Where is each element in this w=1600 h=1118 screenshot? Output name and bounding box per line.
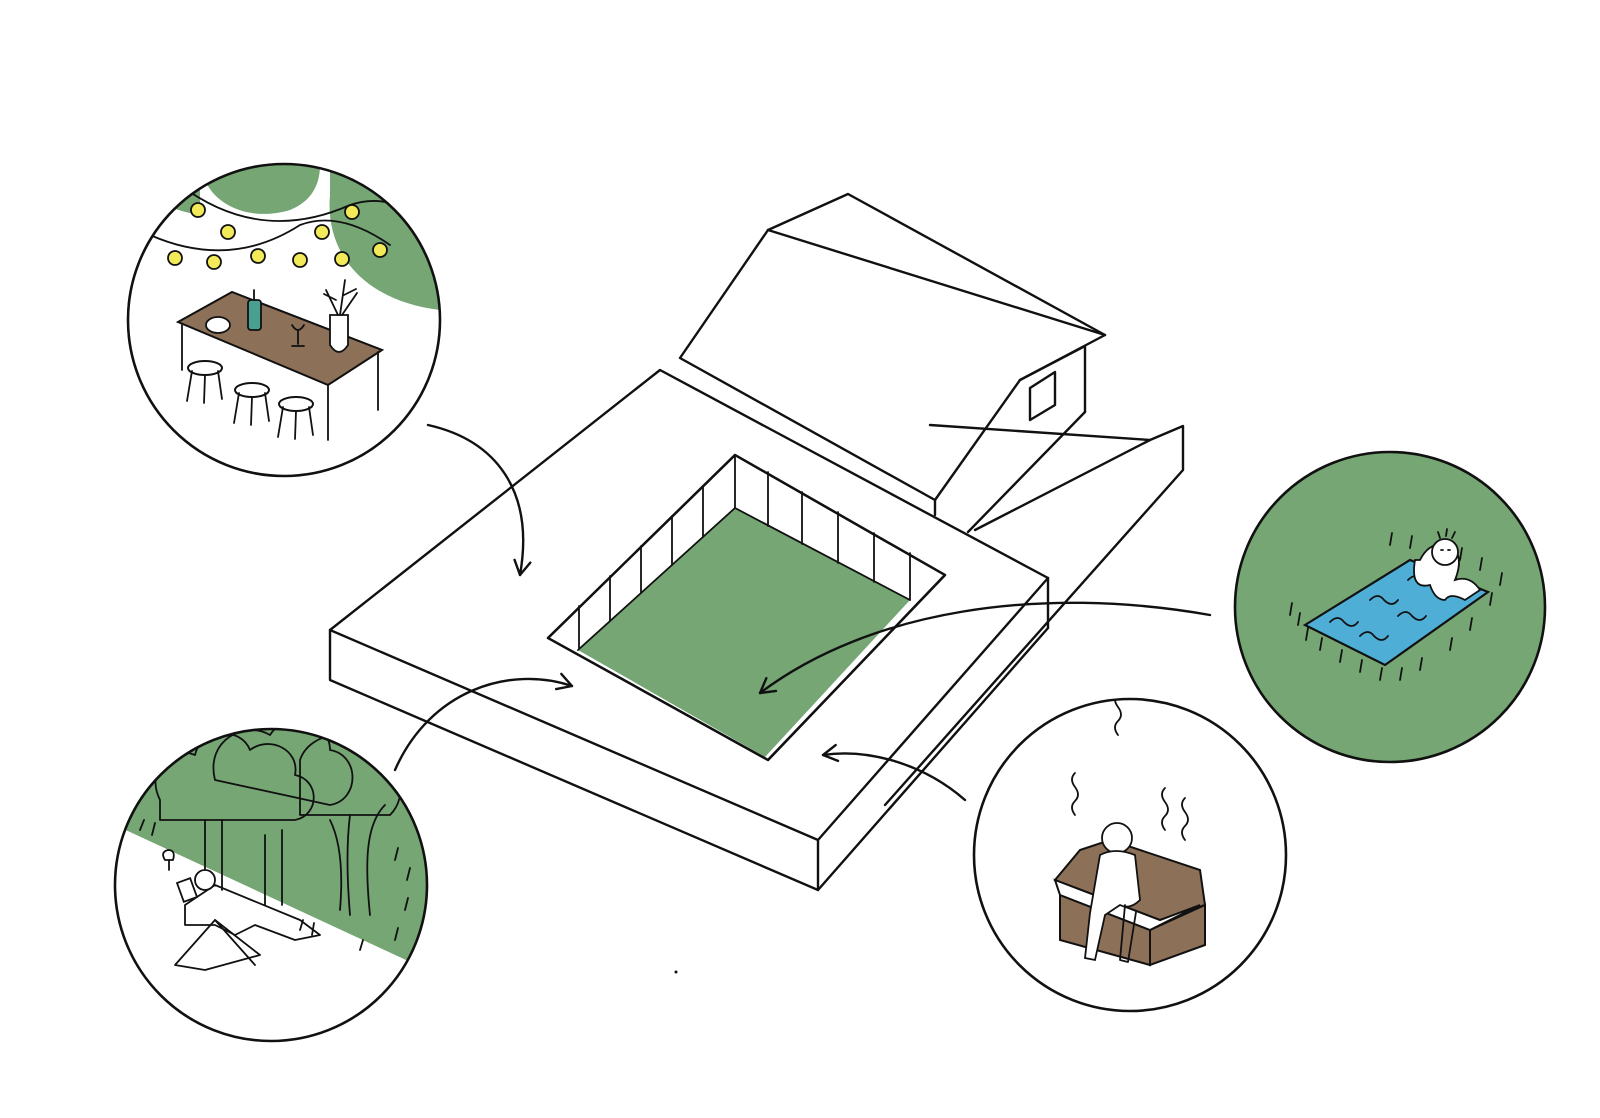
foliage-top <box>200 165 320 214</box>
arrow-reading-to-courtyard <box>393 672 574 772</box>
vignette-sauna <box>972 697 1288 1013</box>
stray-dot <box>674 970 678 974</box>
stools <box>186 360 314 440</box>
vase-icon <box>329 314 349 353</box>
vignette-pool <box>1233 450 1547 764</box>
tree-trunks <box>204 804 386 916</box>
wine-glass-icon <box>162 849 175 871</box>
arrow-dining-to-courtyard <box>426 423 532 577</box>
person-reading-in-lounge-chair <box>162 849 321 971</box>
courtyard-fence-posts <box>578 454 911 649</box>
site-base-block <box>328 368 1050 892</box>
string-lights <box>149 184 431 270</box>
house-window <box>1028 370 1057 422</box>
green-lawn-courtyard <box>546 453 947 762</box>
arrow-pool-to-courtyard <box>758 601 1212 695</box>
grass-strokes <box>1289 532 1503 681</box>
house-with-courtyard <box>328 192 1185 892</box>
vignette-reading <box>113 727 429 1043</box>
foliage-left <box>128 165 200 215</box>
house <box>678 192 1107 534</box>
arrows <box>393 423 1212 802</box>
person-in-sauna <box>1084 822 1141 963</box>
vignette-dining <box>126 162 442 478</box>
annex-block <box>883 423 1185 807</box>
bottle-icon <box>247 299 262 331</box>
arrow-sauna-to-courtyard <box>821 743 967 802</box>
person-in-pool <box>1413 528 1482 602</box>
bar-table <box>175 279 385 441</box>
book-icon <box>175 877 199 903</box>
